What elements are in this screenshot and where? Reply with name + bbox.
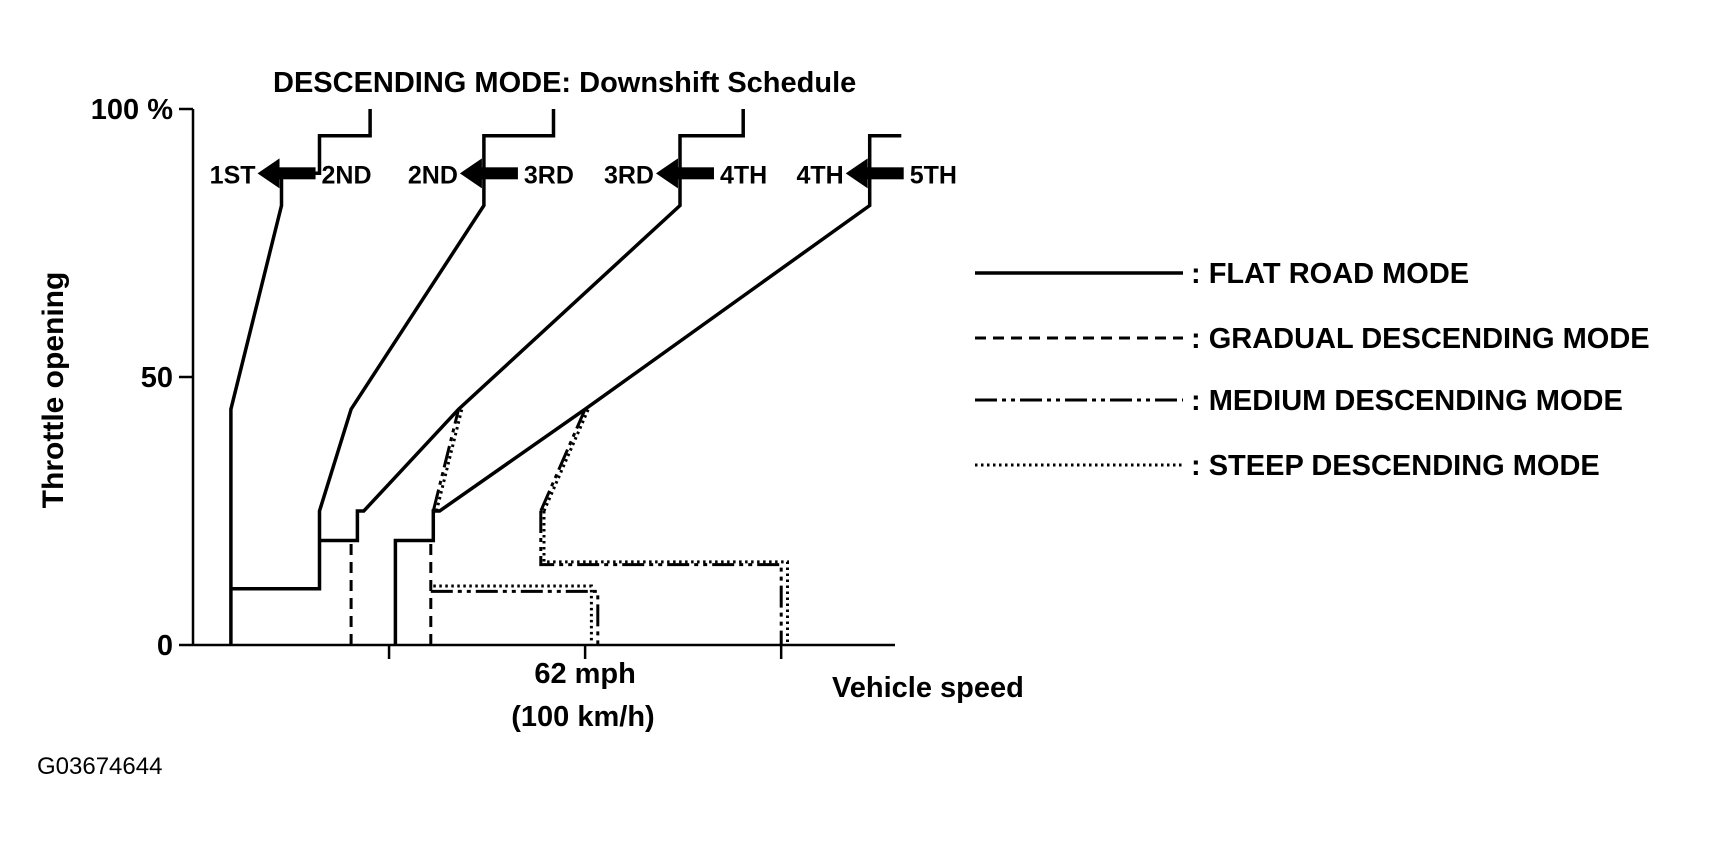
medium-descending-mode-line <box>539 511 783 645</box>
shift-from-gear-label: 2ND <box>322 161 372 189</box>
x-tick-label: 62 mph <box>534 658 636 690</box>
flat-road-mode-line <box>230 109 556 591</box>
y-axis-label: Throttle opening <box>37 272 70 509</box>
medium-descending-mode-line <box>539 408 587 512</box>
medium-descending-mode-line <box>431 408 461 512</box>
y-tick-label: 0 <box>157 630 173 662</box>
chart-title: DESCENDING MODE: Downshift Schedule <box>273 67 856 99</box>
axes: 0 50 100 % 62 mph <box>91 94 895 690</box>
steep-descending-mode-line <box>435 408 464 512</box>
x-axis-label: Vehicle speed <box>832 672 1024 704</box>
legend-label-gradual-descending-mode: : GRADUAL DESCENDING MODE <box>1191 323 1650 355</box>
steep-descending-mode-line <box>433 584 593 645</box>
legend: : FLAT ROAD MODE : GRADUAL DESCENDING MOD… <box>975 258 1650 482</box>
legend-label-flat-road-mode: : FLAT ROAD MODE <box>1191 258 1469 290</box>
legend-label-steep-descending-mode: : STEEP DESCENDING MODE <box>1191 450 1600 482</box>
shift-arrow-head <box>655 158 678 189</box>
shift-arrow-shaft <box>673 167 714 180</box>
shift-arrow-head <box>459 158 482 189</box>
shift-to-gear-label: 3RD <box>604 161 654 189</box>
figure-code: G03674644 <box>37 753 162 780</box>
legend-label-medium-descending-mode: : MEDIUM DESCENDING MODE <box>1191 385 1623 417</box>
y-tick-label: 50 <box>141 362 173 394</box>
shift-arrow-head <box>257 158 280 189</box>
shift-arrow-shaft <box>275 167 316 180</box>
shift-from-gear-label: 3RD <box>524 161 574 189</box>
x-tick-sublabel: (100 km/h) <box>511 701 654 733</box>
series-lines <box>229 109 902 645</box>
shift-to-gear-label: 4TH <box>796 161 843 189</box>
steep-descending-mode-line <box>542 511 789 645</box>
steep-descending-mode-line <box>542 408 590 512</box>
shift-arrow-shaft <box>863 167 904 180</box>
shift-from-gear-label: 4TH <box>720 161 767 189</box>
shift-to-gear-label: 1ST <box>210 161 256 189</box>
flat-road-mode-line <box>229 109 372 645</box>
y-tick-label: 100 % <box>91 94 173 126</box>
shift-arrows: 1ST 2ND 2ND 3RD 3RD 4TH 4TH 5TH <box>210 158 957 189</box>
shift-from-gear-label: 5TH <box>910 161 957 189</box>
flat-road-mode-line <box>393 134 902 645</box>
shift-arrow-shaft <box>477 167 518 180</box>
shift-arrow-head <box>845 158 868 189</box>
shift-to-gear-label: 2ND <box>408 161 458 189</box>
medium-descending-mode-line <box>430 589 600 645</box>
